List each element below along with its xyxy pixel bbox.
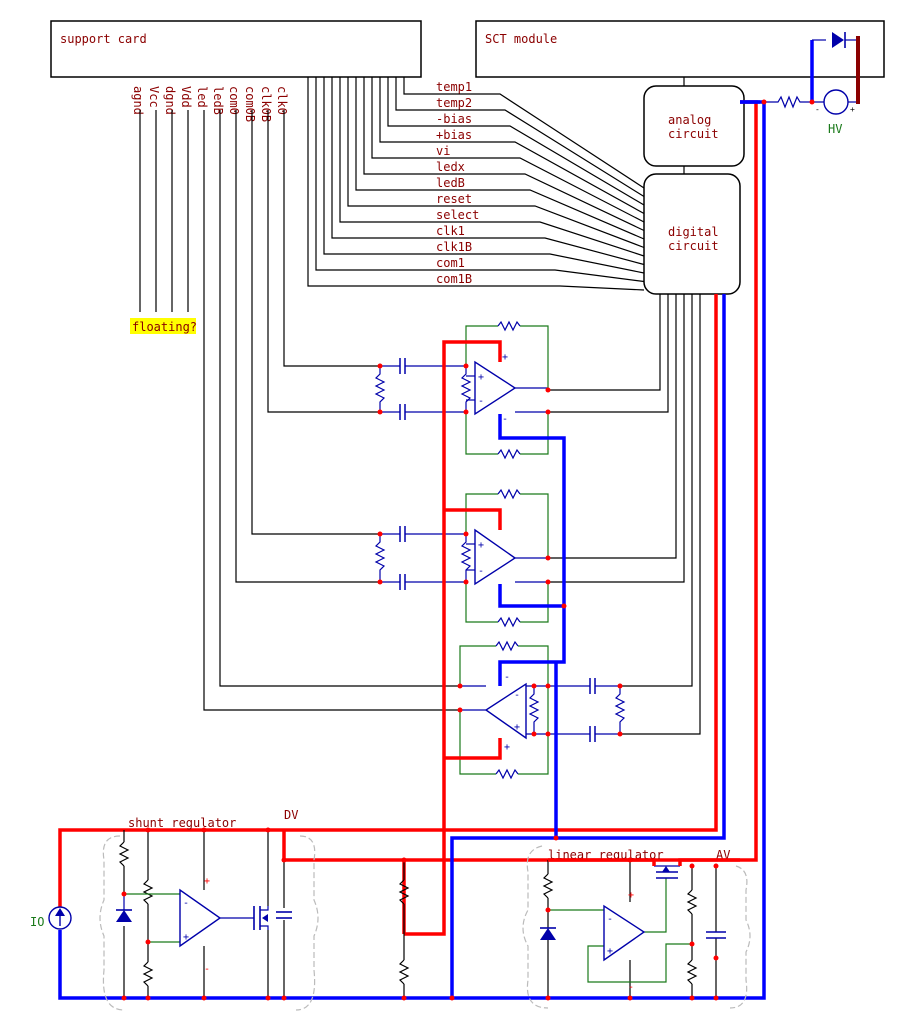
driver-amp-3: - + - + [459,640,626,780]
support-pin-label: led [195,86,209,108]
svg-text:+: + [204,876,210,887]
svg-text:+: + [183,932,189,943]
support-pin-label: com0 [227,86,241,115]
support-pin-label: agnd [131,86,145,115]
shunt-components: - + + - [116,876,292,975]
amp3-nodes [457,683,623,737]
svg-text:+: + [478,372,484,383]
bus-wire [323,77,645,274]
support-pin-label: dgnd [163,86,177,115]
linear-components: - + + - [540,865,726,993]
bus-wire [379,77,645,215]
bus-signal-label: com1 [436,256,465,270]
svg-text:-: - [183,898,189,909]
amp1-nodes [377,363,551,415]
shunt-feedback [124,893,180,943]
digital-circuit-label-2: circuit [668,239,719,253]
bus-wire [371,77,645,223]
bus-wire [331,77,645,266]
bus-signal-label: clk1B [436,240,472,254]
hv-section: - + HV [764,32,860,136]
svg-text:+: + [850,105,855,114]
shunt-wires [118,830,285,998]
dv-label: DV [284,808,298,822]
svg-text:-: - [478,396,484,407]
bus-signal-label: reset [436,192,472,206]
svg-text:-: - [204,964,210,975]
floating-label: floating? [132,320,197,334]
support-pin-label: ledB [211,86,225,115]
svg-text:+: + [504,742,510,753]
signal-bus [307,77,645,291]
svg-text:-: - [607,914,613,925]
floating-pin-wires [139,110,189,312]
bias-divider [398,860,410,998]
svg-text:-: - [502,414,508,425]
bus-wire [395,77,645,198]
svg-text:+: + [478,540,484,551]
bus-signal-label: select [436,208,479,222]
bus-wire [355,77,645,240]
amp2-nodes [377,531,551,585]
analog-circuit-label-2: circuit [668,127,719,141]
bus-wire [387,77,645,206]
bus-signal-label: temp1 [436,80,472,94]
bus-labels: temp1 temp2 -bias +bias vi ledx ledB reset selec… [436,80,479,286]
svg-text:+: + [514,722,520,733]
shunt-regulator-label: shunt regulator [128,816,236,830]
sct-module-label: SCT module [485,32,557,46]
svg-text:+: + [607,946,613,957]
floating-highlight [130,318,196,334]
svg-text:-: - [478,566,484,577]
svg-text:-: - [504,672,510,683]
bus-signal-label: +bias [436,128,472,142]
hv-nodes [761,99,815,105]
svg-text:+: + [502,352,508,363]
io-source: IO [30,906,72,930]
linear-wires [542,860,717,998]
linear-supply [548,858,740,866]
bus-wire [403,77,645,189]
bus-signal-label: ledx [436,160,465,174]
support-pin-label: com0B [243,86,257,122]
analog-circuit-label-1: analog [668,113,711,127]
io-label: IO [30,915,44,929]
bus-signal-label: vi [436,144,450,158]
svg-text:-: - [815,105,820,114]
bus-signal-label: -bias [436,112,472,126]
bus-signal-label: clk1 [436,224,465,238]
support-pin-label: clk0B [259,86,273,122]
shunt-nodes [121,827,287,1001]
bus-wire [339,77,645,257]
bus-wire [363,77,645,232]
analog-circuit-box [643,85,745,167]
svg-text:+: + [628,890,634,901]
linear-feedback [548,878,692,983]
bus-signal-label: temp2 [436,96,472,110]
svg-text:-: - [514,690,520,701]
hv-label: HV [828,122,842,136]
support-pin-label: Vcc [147,86,161,108]
receiver-amp-2: + - [374,488,549,628]
receiver-amp-1: + - + - [374,320,549,460]
support-card-box [50,20,422,78]
digital-to-amp-wires [548,294,701,735]
support-card-label: support card [60,32,147,46]
bus-wire [315,77,645,283]
bus-signal-label: ledB [436,176,465,190]
support-pin-label: clk0 [275,86,289,115]
svg-text:-: - [628,982,634,993]
bus-wire [307,77,645,291]
pin-to-amp-wires [203,110,460,711]
linear-nodes [545,857,719,1001]
divider-nodes [401,603,567,1001]
bus-wire [347,77,645,249]
bus-signal-label: com1B [436,272,472,286]
digital-circuit-label-1: digital [668,225,719,239]
return-rails [58,40,814,1000]
sct-module-box [475,20,885,78]
support-pin-label: Vdd [179,86,193,108]
